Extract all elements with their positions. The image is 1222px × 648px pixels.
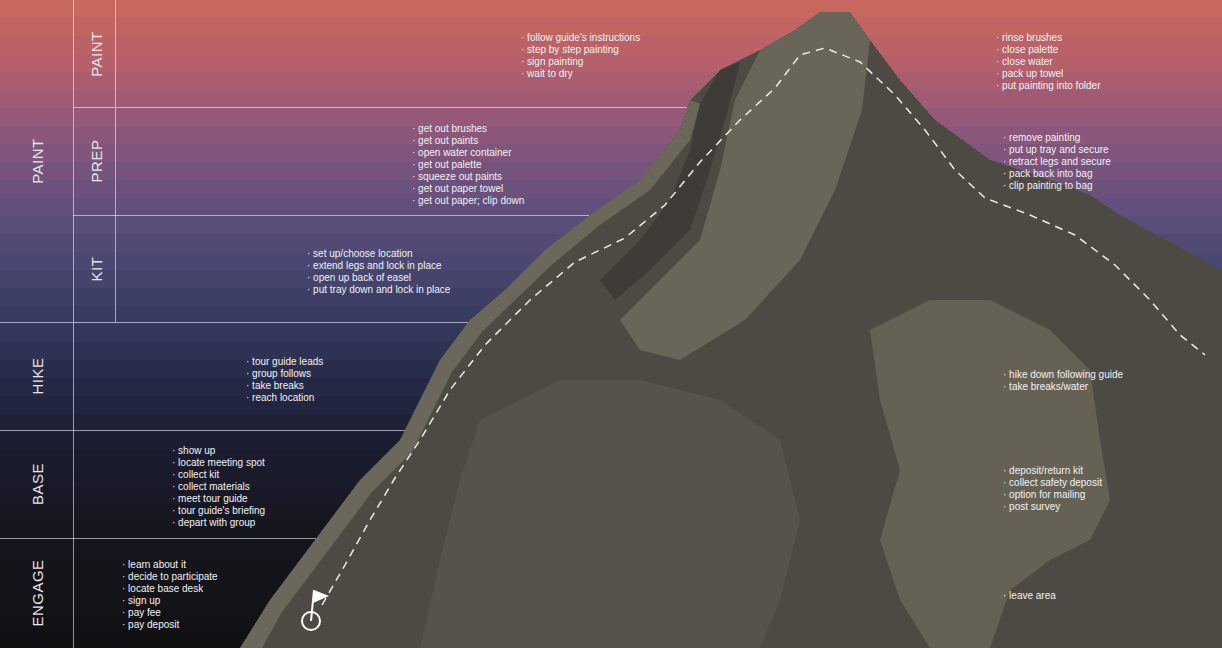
step-item: · sign up <box>122 595 160 607</box>
step-item: · deposit/return kit <box>1003 465 1083 477</box>
stage-label: HIKE <box>29 357 46 394</box>
step-item: · step by step painting <box>521 44 619 56</box>
step-item: · get out paper towel <box>412 183 503 195</box>
mountain-lower-left <box>420 380 800 648</box>
step-item: · locate base desk <box>122 583 203 595</box>
step-item: · learn about it <box>122 559 186 571</box>
step-item: · pack up towel <box>996 68 1063 80</box>
stage-label-area: PREP <box>74 107 117 215</box>
step-item: · get out brushes <box>412 123 487 135</box>
mountain-lower-face <box>870 300 1110 648</box>
step-item: · rinse brushes <box>996 32 1062 44</box>
stage-label-area: PAINT <box>74 0 117 107</box>
stage-cell: PAINT PAINT PREP KIT <box>0 0 115 322</box>
step-item: · hike down following guide <box>1003 369 1123 381</box>
sky-band <box>0 108 1222 126</box>
step-item: · pay fee <box>122 607 161 619</box>
step-item: · squeeze out paints <box>412 171 502 183</box>
step-item: · pay deposit <box>122 619 179 631</box>
stage-cell: KIT <box>73 215 116 322</box>
step-item: · meet tour guide <box>172 493 248 505</box>
step-item: · retract legs and secure <box>1003 156 1111 168</box>
step-item: · close palette <box>996 44 1058 56</box>
step-item: · tour guide leads <box>246 356 323 368</box>
stage-label-area: PAINT <box>0 0 73 322</box>
stage-label: PREP <box>87 140 104 183</box>
start-flag <box>302 590 329 630</box>
stage-label-area: BASE <box>0 430 74 538</box>
step-item: · get out paints <box>412 135 478 147</box>
sky-band <box>0 0 1222 18</box>
step-item: · collect materials <box>172 481 250 493</box>
stage-label: PAINT <box>87 31 104 77</box>
step-item: · extend legs and lock in place <box>307 260 442 272</box>
step-item: · follow guide's instructions <box>521 32 640 44</box>
stage-cell: PREP <box>73 107 116 215</box>
step-item: · put up tray and secure <box>1003 144 1109 156</box>
step-item: · locate meeting spot <box>172 457 265 469</box>
stage-cell: HIKE <box>0 322 74 430</box>
step-item: · open water container <box>412 147 512 159</box>
stage-cell: ENGAGE <box>0 538 74 648</box>
step-item: · sign painting <box>521 56 583 68</box>
step-item: · post survey <box>1003 501 1060 513</box>
stage-label: KIT <box>87 256 104 281</box>
step-item: · put tray down and lock in place <box>307 284 450 296</box>
mountain-light-face <box>620 12 870 360</box>
step-item: · depart with group <box>172 517 255 529</box>
mountain-shadow <box>600 62 740 300</box>
stage-label-area: ENGAGE <box>0 538 74 648</box>
trail-path <box>322 48 1205 605</box>
step-item: · decide to participate <box>122 571 218 583</box>
step-item: · take breaks <box>246 380 304 392</box>
step-item: · open up back of easel <box>307 272 411 284</box>
stage-label-area: HIKE <box>0 322 74 430</box>
step-item: · put painting into folder <box>996 80 1101 92</box>
step-item: · remove painting <box>1003 132 1080 144</box>
step-item: · set up/choose location <box>307 248 413 260</box>
stage-label-area: KIT <box>74 215 117 322</box>
step-item: · take breaks/water <box>1003 381 1088 393</box>
step-item: · collect kit <box>172 469 219 481</box>
step-item: · reach location <box>246 392 314 404</box>
stage-label: PAINT <box>28 138 45 184</box>
step-item: · get out paper; clip down <box>412 195 524 207</box>
step-item: · group follows <box>246 368 311 380</box>
step-item: · leave area <box>1003 590 1056 602</box>
step-item: · close water <box>996 56 1053 68</box>
stage-label: ENGAGE <box>29 559 46 626</box>
step-item: · option for mailing <box>1003 489 1085 501</box>
step-item: · pack back into bag <box>1003 168 1093 180</box>
step-item: · wait to dry <box>521 68 573 80</box>
stage-label: BASE <box>29 463 46 505</box>
stage-cell: PAINT <box>73 0 116 107</box>
mountain-body <box>240 12 1222 648</box>
step-item: · get out palette <box>412 159 482 171</box>
sky-band <box>0 90 1222 108</box>
sky-band <box>0 126 1222 144</box>
step-item: · show up <box>172 445 215 457</box>
stage-cell: BASE <box>0 430 74 538</box>
step-item: · tour guide's briefing <box>172 505 265 517</box>
step-item: · collect safety deposit <box>1003 477 1102 489</box>
step-item: · clip painting to bag <box>1003 180 1093 192</box>
